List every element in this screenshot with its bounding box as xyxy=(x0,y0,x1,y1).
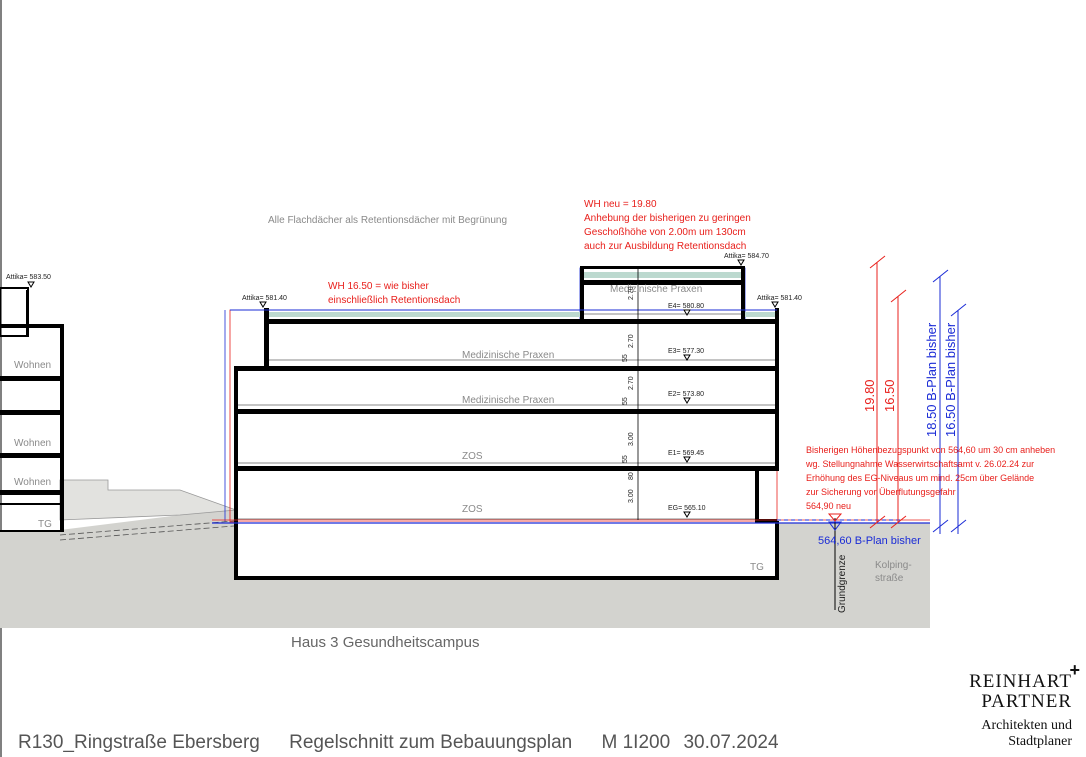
wh-new-note-1: WH neu = 19.80 xyxy=(584,199,657,210)
ref-note-1: Bisherigen Höhenbezugspunkt von 564,60 u… xyxy=(806,445,1056,455)
wh-old-note-1: WH 16.50 = wie bisher xyxy=(328,281,429,292)
footer-date: 30.07.2024 xyxy=(683,732,779,753)
dim-55-a: 55 xyxy=(622,354,629,362)
left-building xyxy=(0,287,64,532)
ramp xyxy=(59,479,237,521)
dim-55-c: 55 xyxy=(622,455,629,463)
ref-note-4: zur Sicherung vor Überflutungsgefahr xyxy=(806,487,956,497)
building-title: Haus 3 Gesundheitscampus xyxy=(291,634,480,651)
room-praxen-2: Medizinische Praxen xyxy=(462,395,555,406)
wh-new-note-4: auch zur Ausbildung Retentionsdach xyxy=(584,241,747,252)
wh-new-note-3: Geschoßhöhe von 2.00m um 130cm xyxy=(584,227,746,238)
level-attika-right: Attika= 581.40 xyxy=(757,295,802,302)
roof-note: Alle Flachdächer als Retentionsdächer mi… xyxy=(268,215,508,226)
level-eg: EG= 565.10 xyxy=(668,505,706,512)
ground-left xyxy=(0,510,236,628)
room-wohnen-1: Wohnen xyxy=(14,360,52,371)
ref-note-3: Erhöhung des EG-Niveaus um mind. 25cm üb… xyxy=(806,473,1035,483)
logo-wordmark: REINHART PARTNER xyxy=(969,672,1072,712)
grundgrenze-label: Grundgrenze xyxy=(837,554,848,613)
main-building xyxy=(59,266,779,580)
level-e2: E2= 573.80 xyxy=(668,391,705,398)
room-tg-left: TG xyxy=(38,519,52,530)
room-praxen-top: Medizinische Praxen xyxy=(610,284,703,295)
logo-line-1: REINHART xyxy=(969,671,1072,692)
footer-project: R130_Ringstraße Ebersberg xyxy=(18,732,260,753)
dim-wh-new: 19.80 xyxy=(862,379,877,412)
room-tg-main: TG xyxy=(750,562,764,573)
logo-line-3: Architekten und xyxy=(981,718,1072,733)
street-label-2: straße xyxy=(875,573,904,584)
dim-80: 80 xyxy=(628,472,635,480)
logo-subtitle: Architekten und Stadtplaner xyxy=(981,718,1072,750)
level-attika-top: Attika= 584.70 xyxy=(724,253,769,260)
level-e4: E4= 580.80 xyxy=(668,303,705,310)
dim-wh-old: 16.50 xyxy=(882,379,897,412)
footer: R130_Ringstraße Ebersberg Regelschnitt z… xyxy=(18,732,803,754)
room-wohnen-2: Wohnen xyxy=(14,438,52,449)
ref-note-2: wg. Stellungnahme Wasserwirtschaftsamt v… xyxy=(806,459,1035,469)
room-zos-1: ZOS xyxy=(462,451,483,462)
room-zos-eg: ZOS xyxy=(462,504,483,515)
footer-plan: Regelschnitt zum Bebauungsplan xyxy=(289,732,573,753)
logo-line-2: PARTNER xyxy=(981,691,1072,712)
dim-bplan-1850: 18.50 B-Plan bisher xyxy=(924,322,939,437)
dim-270-e3: 2.70 xyxy=(628,334,635,348)
ref-note-5: 564,90 neu xyxy=(806,501,852,511)
room-wohnen-3: Wohnen xyxy=(14,477,52,488)
footer-scale: M 1I200 xyxy=(601,732,671,753)
level-attika-mid-left: Attika= 581.40 xyxy=(242,295,287,302)
level-e3: E3= 577.30 xyxy=(668,348,705,355)
wh-old-note-2: einschließlich Retentionsdach xyxy=(328,295,461,306)
dim-270-top: 2.70 xyxy=(628,286,635,300)
wh-new-note-2: Anhebung der bisherigen zu geringen xyxy=(584,213,751,224)
level-e1: E1= 569.45 xyxy=(668,450,705,457)
street-label-1: Kolping- xyxy=(875,560,912,571)
logo-plus-mark: + xyxy=(1069,660,1080,680)
dim-55-b: 55 xyxy=(622,397,629,405)
dim-300-e1: 3.00 xyxy=(628,432,635,446)
dim-270-e2: 2.70 xyxy=(628,376,635,390)
bplan-level: 564,60 B-Plan bisher xyxy=(818,535,921,547)
level-attika-left: Attika= 583.50 xyxy=(6,274,51,281)
room-praxen-3: Medizinische Praxen xyxy=(462,350,555,361)
dim-300-eg: 3.00 xyxy=(628,489,635,503)
logo-line-4: Stadtplaner xyxy=(1008,734,1072,749)
dim-bplan-1650: 16.50 B-Plan bisher xyxy=(943,322,958,437)
